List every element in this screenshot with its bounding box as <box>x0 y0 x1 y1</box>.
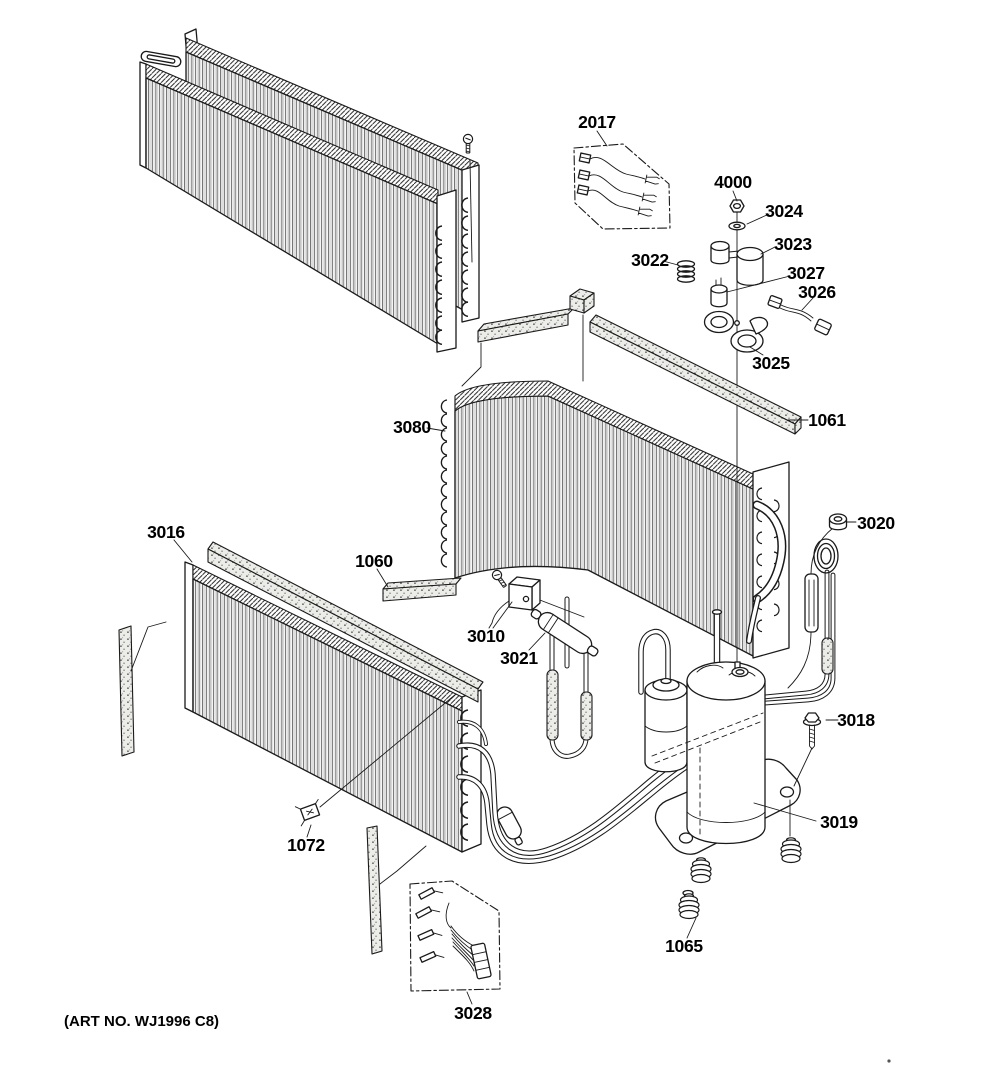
foam-block-cube <box>569 288 595 382</box>
muffler-3021 <box>530 608 599 657</box>
right-circuit <box>746 500 848 706</box>
art-number: (ART NO. WJ1996 C8) <box>64 1013 219 1030</box>
grommet <box>690 857 712 884</box>
hidden-lines <box>651 712 813 837</box>
tube-sleeve <box>821 637 834 675</box>
foam-strip-bottom <box>366 825 427 955</box>
capillary-coil <box>813 538 839 574</box>
coil-3080-fin-face <box>454 395 754 657</box>
compressor-3019 <box>638 609 766 845</box>
hanger-hook <box>140 50 182 68</box>
spring-3022 <box>676 260 696 283</box>
drier-fitting <box>496 806 523 846</box>
terminal <box>415 906 441 919</box>
coil-front-end-plate <box>436 189 457 353</box>
accumulator <box>644 677 688 773</box>
callout-3022-label: 3022 <box>631 250 669 270</box>
bolt-3018 <box>802 712 822 750</box>
jumper-wire-3026 <box>767 295 832 336</box>
grommet <box>780 837 802 864</box>
strip-front-face <box>207 548 479 703</box>
terminal <box>419 950 445 963</box>
callout-3027-label: 3027 <box>787 263 825 283</box>
inset-boundary <box>409 880 501 992</box>
coil-3080 <box>440 380 790 659</box>
callout-3026-label: 3026 <box>798 282 836 302</box>
harness-lead <box>445 902 452 929</box>
callout-1060-label: 1060 <box>355 551 393 571</box>
lead-wire <box>577 169 657 203</box>
suction-stub-cap <box>711 609 723 615</box>
lead-wire <box>578 152 660 185</box>
strip-front-face <box>118 625 135 757</box>
wire-inset-3028 <box>409 880 501 992</box>
coil-assembly-top-left <box>139 28 480 353</box>
callout-3021-label: 3021 <box>500 648 538 668</box>
nut-4000 <box>729 199 745 213</box>
foam-strip-1061 <box>589 314 802 435</box>
foam-strip-left <box>118 621 167 757</box>
callout-3018-label: 3018 <box>837 710 875 730</box>
coil-3016-left-plate <box>184 561 194 713</box>
thermostat-3010 <box>488 567 541 629</box>
screw-guide-line <box>469 160 473 263</box>
grommet-3020 <box>828 513 848 531</box>
coil-3016 <box>184 561 482 853</box>
callout-3016-label: 3016 <box>147 522 185 542</box>
harness-connector <box>470 942 492 980</box>
coil-front-left-plate <box>139 61 147 169</box>
print-speck <box>887 1059 891 1063</box>
strip-pointer-line <box>379 845 427 885</box>
harness-fan <box>450 925 475 972</box>
mounting-plate-3025 <box>703 310 769 353</box>
coil-3080-left-bends <box>440 399 448 568</box>
lead-wire <box>576 184 653 217</box>
terminal <box>418 887 444 900</box>
grommet-1065 <box>678 893 700 920</box>
leader-lines <box>173 130 857 1005</box>
callout-3028-label: 3028 <box>454 1003 492 1023</box>
callouts: 2017 4000 3024 3023 3022 3027 3026 3025 … <box>147 112 896 1023</box>
thermostat-bulb <box>787 527 834 689</box>
mounting-screw <box>462 133 474 154</box>
clip-1072 <box>294 693 457 827</box>
washer-3024 <box>728 221 746 231</box>
callout-3023-label: 3023 <box>774 234 812 254</box>
terminal-fitting <box>731 661 749 678</box>
callout-1061-label: 1061 <box>808 410 846 430</box>
foam-strip-1060 <box>382 577 462 602</box>
strip-front-face <box>366 825 383 955</box>
callout-3080-label: 3080 <box>393 417 431 437</box>
callout-2017-label: 2017 <box>578 112 616 132</box>
muffler-and-risers <box>488 567 599 846</box>
callout-3010-label: 3010 <box>467 626 505 646</box>
callout-1072-label: 1072 <box>287 835 325 855</box>
strip-front-face <box>382 583 457 602</box>
callout-4000-label: 4000 <box>714 172 752 192</box>
plug-3027 <box>710 277 728 308</box>
cube-side-face <box>583 292 595 314</box>
tube-sleeve <box>580 691 593 741</box>
strip-end-face <box>794 416 802 435</box>
callout-3020-label: 3020 <box>857 513 895 533</box>
hardware-stack <box>676 199 832 353</box>
tube-sleeve <box>546 669 559 741</box>
strip-pointer-line <box>130 621 167 672</box>
coil-rear-end-plate <box>461 164 480 323</box>
strip-front-face <box>477 313 569 343</box>
terminal <box>417 928 443 941</box>
callout-3024-label: 3024 <box>765 201 803 221</box>
foam-strip-above-3016 <box>207 541 484 703</box>
callout-3019-label: 3019 <box>820 812 858 832</box>
capillary-line <box>531 596 585 618</box>
callout-1065-label: 1065 <box>665 936 703 956</box>
foam-strip-mid <box>461 307 575 387</box>
strip-pointer-line <box>461 342 482 387</box>
compressor-shell <box>686 661 766 845</box>
overload-3023 <box>710 240 764 286</box>
callout-3025-label: 3025 <box>752 353 790 373</box>
wire-inset-2017 <box>573 143 671 230</box>
inset-boundary <box>573 143 671 230</box>
